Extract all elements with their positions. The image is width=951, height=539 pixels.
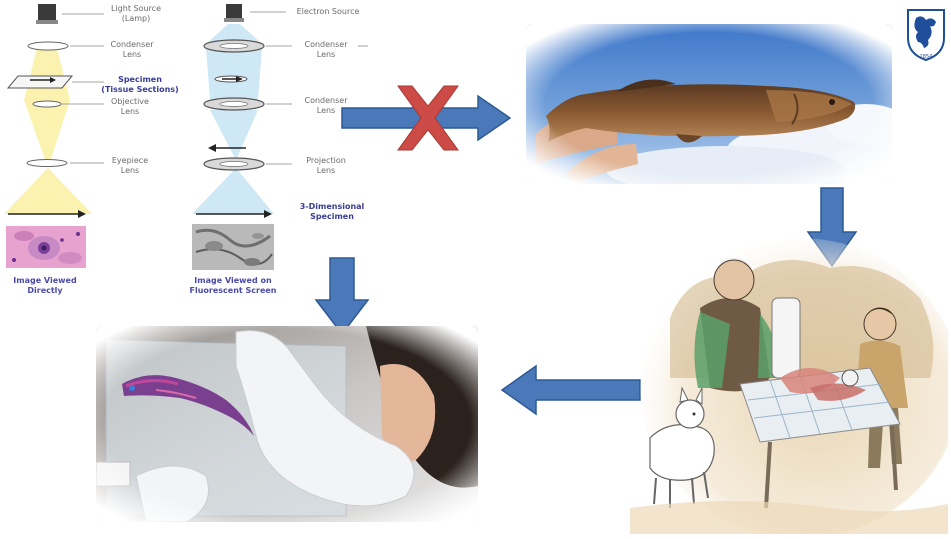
dog bbox=[649, 386, 715, 508]
down-arrow-left bbox=[314, 257, 370, 336]
red-x-icon bbox=[397, 85, 459, 151]
left-arrow bbox=[500, 364, 641, 416]
caption-image-viewed-directly: Image Viewed Directly bbox=[13, 276, 77, 295]
lamp-icon bbox=[38, 4, 56, 22]
electron-beam bbox=[192, 24, 274, 214]
label-light-source: Light Source (Lamp) bbox=[111, 4, 161, 23]
eyepiece-lens-light bbox=[26, 159, 68, 167]
electron-source-icon bbox=[226, 4, 242, 20]
specimen-slide bbox=[6, 75, 74, 89]
old-man-head bbox=[713, 259, 755, 301]
down-arrow-icon bbox=[314, 257, 370, 336]
electron-micrograph-image bbox=[192, 224, 274, 270]
crossed-right-arrow bbox=[341, 85, 512, 151]
histology-image bbox=[6, 226, 86, 268]
objective-lens-light bbox=[32, 100, 62, 108]
lab-fish-specimen-photo bbox=[96, 326, 478, 522]
label-3d-specimen: 3-Dimensional Specimen bbox=[299, 202, 365, 221]
left-arrow-icon bbox=[500, 364, 641, 416]
label-projection-lens: Projection Lens bbox=[306, 156, 346, 175]
label-condenser-lens-electron-1: Condenser Lens bbox=[304, 40, 348, 59]
label-specimen-light: Specimen (Tissue Sections) bbox=[101, 75, 179, 94]
boy-head bbox=[863, 307, 897, 341]
label-eyepiece-lens: Eyepiece Lens bbox=[111, 156, 149, 175]
label-electron-source: Electron Source bbox=[296, 7, 360, 16]
university-logo: 1854 bbox=[904, 6, 948, 62]
light-beam bbox=[4, 44, 92, 214]
dried-fish-photo bbox=[526, 24, 892, 184]
label-objective-lens: Objective Lens bbox=[111, 97, 149, 116]
label-condenser-lens-light: Condenser Lens bbox=[110, 40, 154, 59]
condenser-lens-light bbox=[27, 41, 69, 51]
caption-image-viewed-fluorescent: Image Viewed on Fluorescent Screen bbox=[189, 276, 277, 295]
fish-cleaning-illustration bbox=[630, 228, 951, 538]
griffin-icon bbox=[914, 16, 936, 48]
label-condenser-lens-electron-2: Condenser Lens bbox=[304, 96, 348, 115]
microscope-diagram bbox=[4, 4, 368, 270]
logo-year: 1854 bbox=[920, 54, 933, 60]
